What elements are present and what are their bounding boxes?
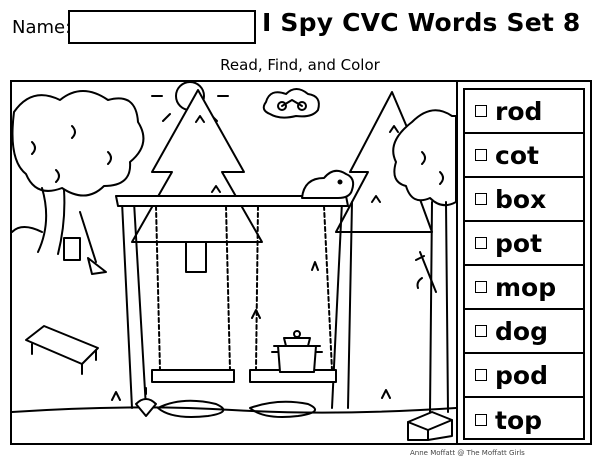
word-row-pod[interactable]: pod <box>465 354 583 398</box>
word-row-rod[interactable]: rod <box>465 90 583 134</box>
word-row-cot[interactable]: cot <box>465 134 583 178</box>
left-bush <box>12 90 145 197</box>
name-label: Name: <box>12 17 72 38</box>
swing-set <box>115 195 353 418</box>
mop-bucket-icon <box>63 211 107 275</box>
rod-icon <box>415 251 437 293</box>
checkbox[interactable] <box>475 325 487 337</box>
word-row-mop[interactable]: mop <box>465 266 583 310</box>
coloring-scene <box>12 82 456 441</box>
word-label: rod <box>495 96 543 126</box>
checkbox[interactable] <box>475 149 487 161</box>
pot-icon <box>271 330 323 373</box>
worksheet-frame <box>10 80 592 445</box>
word-label: top <box>495 405 543 435</box>
word-column <box>456 82 590 443</box>
cloud-bike-icon <box>262 88 320 119</box>
word-label: pot <box>495 228 543 258</box>
word-list: rod cot box pot mop dog pod top <box>463 88 585 440</box>
checkbox[interactable] <box>475 281 487 293</box>
word-label: mop <box>495 272 557 302</box>
checkbox[interactable] <box>475 369 487 381</box>
box-icon <box>407 411 453 441</box>
center-tree <box>131 89 263 243</box>
word-row-box[interactable]: box <box>465 178 583 222</box>
word-label: cot <box>495 140 539 170</box>
word-label: pod <box>495 360 548 390</box>
word-row-pot[interactable]: pot <box>465 222 583 266</box>
word-row-top[interactable]: top <box>465 398 583 442</box>
dog-icon <box>301 169 355 199</box>
checkbox[interactable] <box>475 193 487 205</box>
word-label: box <box>495 184 547 214</box>
page-title: I Spy CVC Words Set 8 <box>262 8 581 37</box>
checkbox[interactable] <box>475 237 487 249</box>
checkbox[interactable] <box>475 105 487 117</box>
left-trunk <box>37 187 66 255</box>
top-icon <box>135 387 157 417</box>
cot-icon <box>25 325 99 375</box>
ground-line <box>12 406 456 414</box>
word-row-dog[interactable]: dog <box>465 310 583 354</box>
page-subtitle: Read, Find, and Color <box>220 56 380 74</box>
credit-text: Anne Moffatt @ The Moffatt Girls <box>410 449 525 457</box>
word-label: dog <box>495 316 548 346</box>
name-field[interactable] <box>68 10 256 44</box>
checkbox[interactable] <box>475 414 487 426</box>
